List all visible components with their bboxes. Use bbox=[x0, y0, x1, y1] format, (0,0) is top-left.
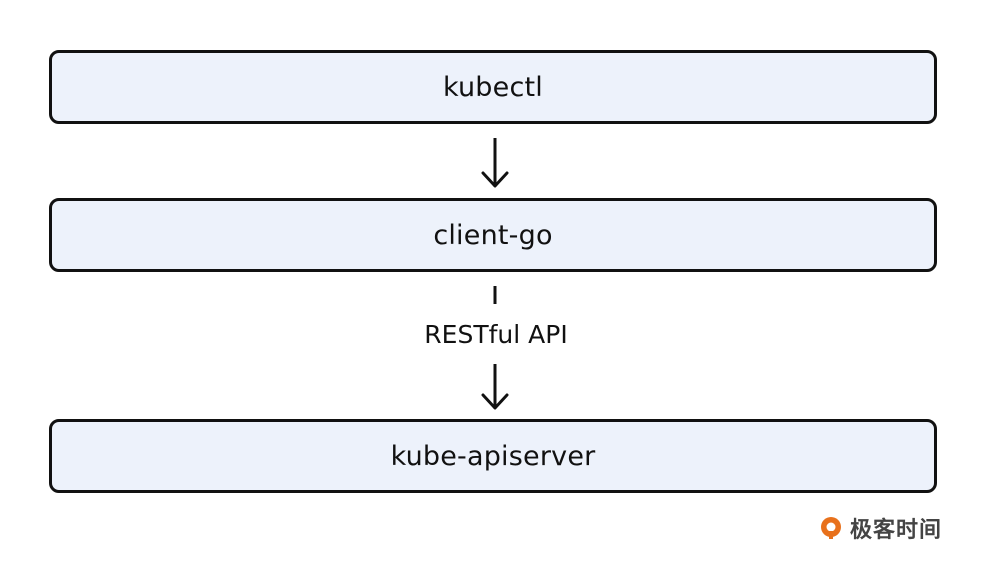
node-kube-apiserver: kube-apiserver bbox=[49, 419, 937, 493]
edge-label-restful-api: RESTful API bbox=[424, 320, 568, 349]
node-kubectl: kubectl bbox=[49, 50, 937, 124]
brand-logo-text: 极客时间 bbox=[849, 518, 942, 543]
node-kubectl-label: kubectl bbox=[442, 71, 543, 103]
node-client-go: client-go bbox=[49, 198, 937, 272]
edge-kubectl-to-client-go bbox=[481, 138, 509, 188]
brand-logo: 极客时间 bbox=[818, 512, 942, 544]
geektime-logo-icon bbox=[820, 517, 841, 539]
node-kube-apiserver-label: kube-apiserver bbox=[390, 440, 596, 472]
node-client-go-label: client-go bbox=[433, 219, 553, 251]
